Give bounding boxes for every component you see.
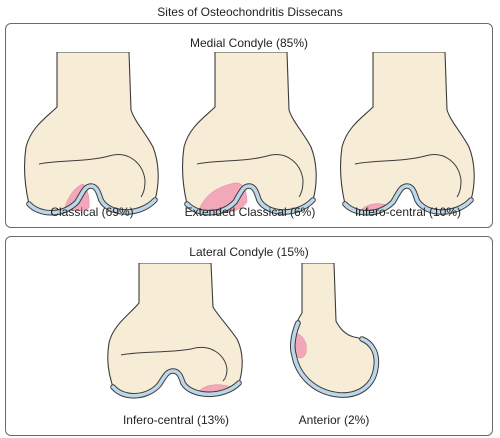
femur-outline — [107, 263, 243, 397]
caption-infero-central-lateral: Infero-central (13%) — [122, 413, 230, 427]
caption-infero-central-medial: Infero-central (10%) — [354, 205, 462, 219]
femur-infero-central-lateral-figure — [107, 263, 243, 399]
femur-classical-figure — [24, 52, 159, 216]
caption-extended-classical: Extended Classical (6%) — [184, 205, 316, 219]
lateral-panel-heading: Lateral Condyle (15%) — [189, 245, 309, 259]
intercondylar-line — [354, 154, 462, 198]
intercondylar-line — [38, 154, 146, 198]
femur-anterior-side-view-figure — [290, 263, 380, 398]
figure-title: Sites of Osteochondritis Dissecans — [157, 5, 343, 19]
lateral-condyle-panel: Lateral Condyle (15%) Infero-central (13… — [5, 236, 493, 436]
caption-classical: Classical (69%) — [50, 205, 134, 219]
medial-condyle-panel: Medial Condyle (85%) Classical (69%) Ext… — [5, 23, 493, 228]
femur-infero-central-medial-figure — [340, 52, 475, 216]
intercondylar-line — [196, 154, 304, 198]
femur-extended-classical-figure — [182, 52, 317, 216]
medial-panel-heading: Medial Condyle (85%) — [189, 36, 309, 50]
caption-anterior: Anterior (2%) — [298, 413, 370, 427]
intercondylar-line — [120, 347, 228, 382]
